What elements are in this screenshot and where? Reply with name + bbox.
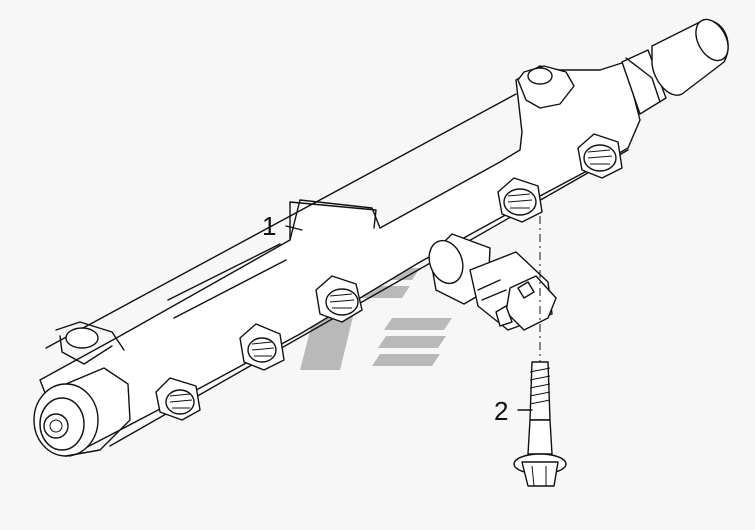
end-plug-left (33, 367, 131, 457)
injector-port-1 (155, 377, 201, 421)
injector-port-3 (315, 275, 363, 323)
fuel-rail (39, 61, 641, 457)
leader-line-1 (285, 225, 303, 231)
callout-label-1: 1 (262, 211, 277, 241)
rail-pressure-sensor (428, 233, 557, 331)
mounting-bolt (513, 361, 567, 487)
injector-port-4 (497, 177, 543, 223)
injector-port-2 (239, 323, 285, 371)
injector-port-5 (577, 133, 623, 179)
mounting-tab-right (517, 65, 575, 109)
pressure-limiter-valve (621, 18, 729, 115)
callout-label-2: 2 (494, 396, 509, 426)
